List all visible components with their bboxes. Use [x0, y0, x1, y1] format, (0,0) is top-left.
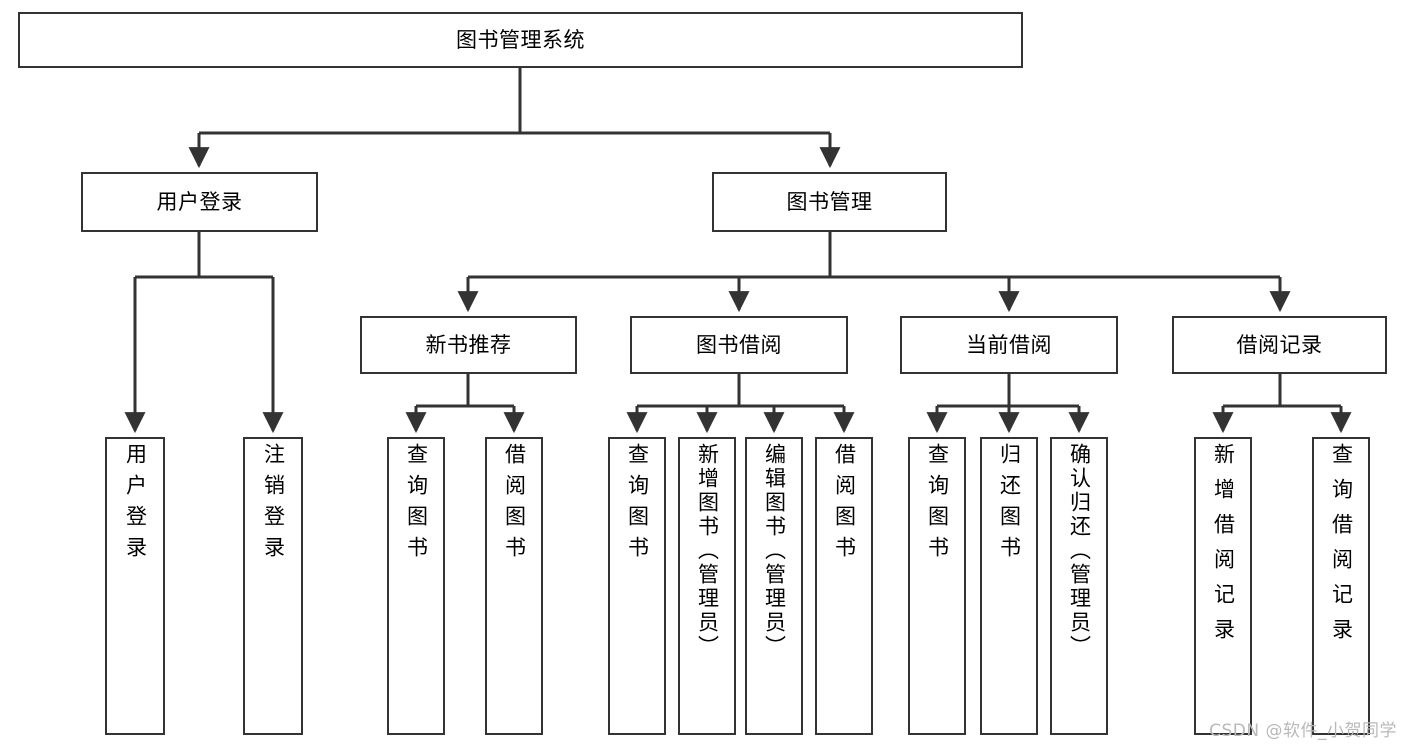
node-label: 借阅图书: [832, 443, 857, 567]
node-label: 查询图书: [925, 443, 950, 567]
node-leaf-query-borrow-record[interactable]: 查询借阅记录: [1312, 437, 1370, 735]
node-leaf-borrow-book-recommend[interactable]: 借阅图书: [485, 437, 543, 735]
node-leaf-return-book[interactable]: 归还图书: [980, 437, 1038, 735]
node-leaf-edit-book-admin[interactable]: 编辑图书（管理员）: [745, 437, 803, 735]
node-current-borrow[interactable]: 当前借阅: [900, 316, 1118, 374]
node-label: 确认归还（管理员）: [1067, 443, 1092, 659]
node-label: 新增图书（管理员）: [695, 443, 720, 659]
node-label: 当前借阅: [966, 332, 1052, 357]
node-leaf-query-book-borrow[interactable]: 查询图书: [608, 437, 666, 735]
node-label: 新书推荐: [425, 332, 512, 357]
node-label: 归还图书: [997, 443, 1022, 567]
node-borrow-record[interactable]: 借阅记录: [1172, 316, 1387, 374]
node-label: 图书借阅: [696, 332, 782, 357]
node-leaf-query-book-recommend[interactable]: 查询图书: [387, 437, 445, 735]
node-leaf-confirm-return-admin[interactable]: 确认归还（管理员）: [1050, 437, 1108, 735]
node-new-book-recommend[interactable]: 新书推荐: [360, 316, 577, 374]
node-label: 用户登录: [123, 443, 148, 567]
node-leaf-user-login[interactable]: 用户登录: [105, 437, 165, 735]
node-leaf-add-borrow-record[interactable]: 新增借阅记录: [1194, 437, 1252, 735]
node-label: 新增借阅记录: [1211, 443, 1236, 653]
node-book-management[interactable]: 图书管理: [712, 172, 947, 232]
node-label: 注销登录: [261, 443, 286, 567]
node-leaf-add-book-admin[interactable]: 新增图书（管理员）: [678, 437, 736, 735]
node-label: 借阅图书: [502, 443, 527, 567]
node-leaf-user-logout[interactable]: 注销登录: [243, 437, 303, 735]
node-label: 用户登录: [156, 189, 243, 214]
node-label: 图书管理: [786, 189, 873, 214]
node-leaf-query-book-current[interactable]: 查询图书: [908, 437, 966, 735]
node-leaf-borrow-book[interactable]: 借阅图书: [815, 437, 873, 735]
node-label: 借阅记录: [1236, 332, 1323, 357]
node-label: 编辑图书（管理员）: [762, 443, 787, 659]
node-label: 查询借阅记录: [1329, 443, 1354, 653]
node-user-login[interactable]: 用户登录: [81, 172, 318, 232]
node-book-borrow[interactable]: 图书借阅: [630, 316, 848, 374]
node-root[interactable]: 图书管理系统: [18, 12, 1023, 68]
node-label: 查询图书: [625, 443, 650, 567]
node-label: 图书管理系统: [456, 27, 585, 52]
node-label: 查询图书: [404, 443, 429, 567]
